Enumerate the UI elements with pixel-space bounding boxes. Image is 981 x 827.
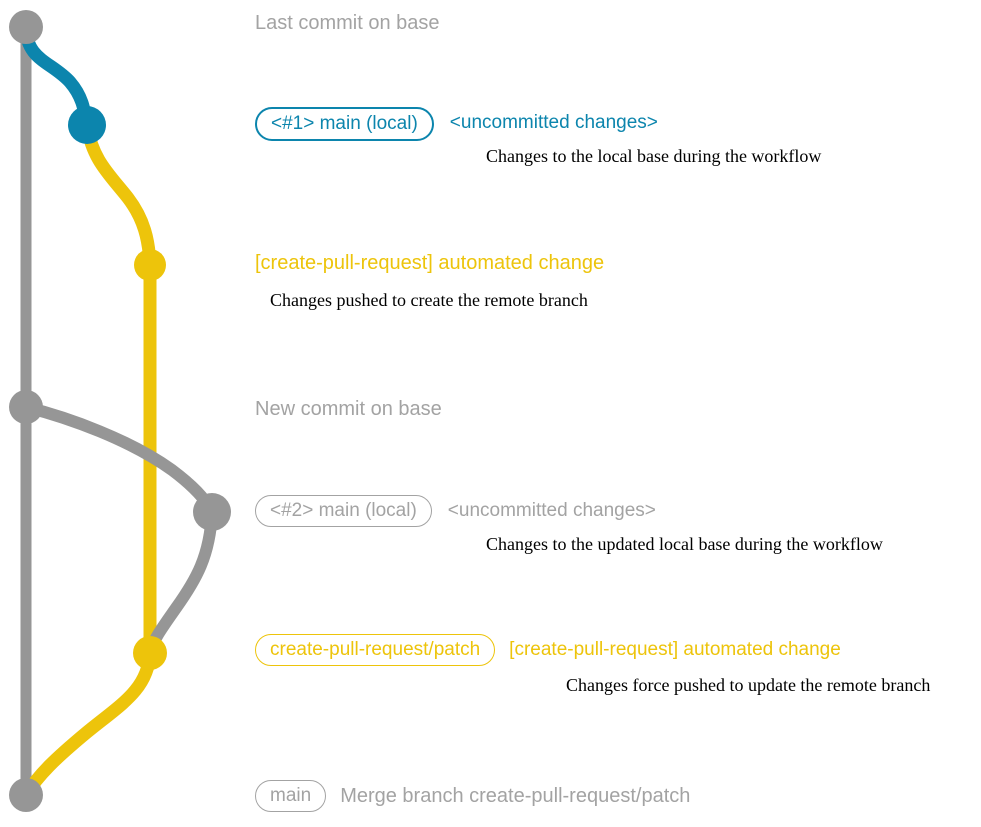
- branch-badge-main-local-1[interactable]: <#1> main (local): [255, 107, 434, 141]
- node-patch-commit-2: [133, 636, 167, 670]
- edge-yellow-branch: [80, 118, 157, 660]
- commit-graph-canvas: [9, 10, 231, 812]
- row-local-commit-1: <#1> main (local) <uncommitted changes>: [255, 107, 658, 141]
- commit-note-4: Changes force pushed to update the remot…: [566, 675, 931, 695]
- row-patch-branch: create-pull-request/patch [create-pull-r…: [255, 634, 841, 666]
- node-patch-commit-1: [134, 249, 166, 281]
- last-commit-label: Last commit on base: [255, 12, 440, 34]
- node-merge-commit: [9, 778, 43, 812]
- commit-subject-automated-1: [create-pull-request] automated change: [255, 252, 605, 274]
- branch-badge-create-pull-request-patch[interactable]: create-pull-request/patch: [255, 634, 496, 666]
- edge-yellow-merge: [19, 646, 157, 802]
- commit-subject-merge: Merge branch create-pull-request/patch: [340, 785, 691, 807]
- node-base-last-commit: [9, 10, 43, 44]
- node-local-commit-1: [68, 106, 106, 144]
- commit-note-2: Changes pushed to create the remote bran…: [270, 290, 588, 310]
- commit-subject-uncommitted-2: <uncommitted changes>: [447, 500, 656, 521]
- edge-gray-to-patch: [144, 506, 218, 659]
- commit-note-3: Changes to the updated local base during…: [486, 534, 883, 554]
- row-automated-change-1: [create-pull-request] automated change: [255, 253, 604, 273]
- new-commit-label: New commit on base: [255, 398, 442, 420]
- node-local-commit-2: [193, 493, 231, 531]
- commit-subject-uncommitted-1: <uncommitted changes>: [449, 112, 658, 133]
- commit-subject-automated-2: [create-pull-request] automated change: [509, 639, 841, 660]
- edge-gray-detach: [20, 401, 218, 518]
- row-local-commit-2: <#2> main (local) <uncommitted changes>: [255, 495, 656, 527]
- row-merge-commit: main Merge branch create-pull-request/pa…: [255, 780, 690, 812]
- row-last-commit: Last commit on base: [255, 13, 440, 33]
- branch-badge-main-local-2[interactable]: <#2> main (local): [255, 495, 432, 527]
- branch-badge-main[interactable]: main: [255, 780, 327, 812]
- row-new-commit: New commit on base: [255, 399, 442, 419]
- commit-note-1: Changes to the local base during the wor…: [486, 146, 822, 166]
- node-base-new-commit: [9, 390, 43, 424]
